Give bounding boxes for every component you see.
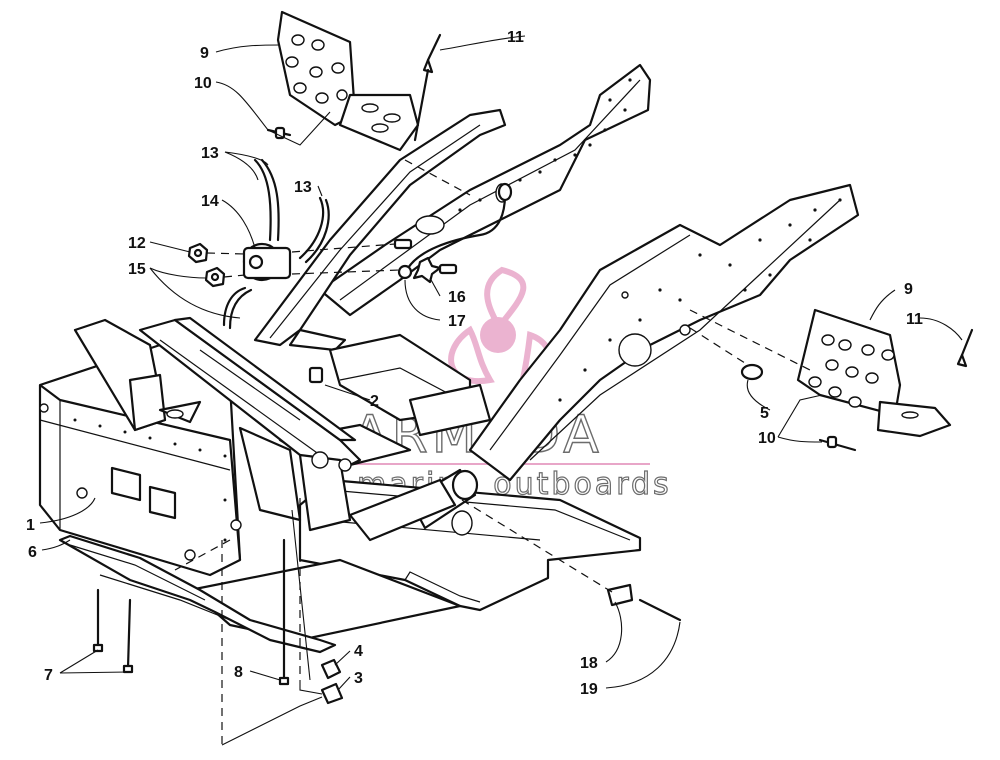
- callout-6: 6: [28, 544, 37, 561]
- nut-15: [204, 266, 226, 288]
- ground-wire: [397, 182, 513, 280]
- footrest-right: [796, 308, 952, 438]
- rivet-10-right: [818, 435, 857, 452]
- callout-5: 5: [760, 405, 769, 422]
- star-washer-16: [412, 256, 442, 284]
- leader-lines: [39, 35, 963, 746]
- plug-5: [740, 363, 764, 381]
- callout-13-left: 13: [201, 145, 219, 162]
- bolt-2: [308, 366, 324, 384]
- callout-10-upper: 10: [194, 75, 212, 92]
- hoses: [222, 158, 330, 330]
- callout-9-upper: 9: [200, 45, 209, 62]
- clip-18: [606, 583, 682, 622]
- stud-upper: [393, 238, 413, 250]
- screw-7-b: [122, 598, 134, 674]
- left-front-rail: [253, 108, 507, 352]
- stud-lower: [438, 263, 458, 275]
- callout-8: 8: [234, 664, 243, 681]
- right-side-rail-front: [468, 183, 860, 482]
- callout-numbers: 9 10 11 13 13 14 12 15 16 17 2 9 11 5 10…: [26, 29, 923, 698]
- callout-10-right: 10: [758, 430, 776, 447]
- callout-3: 3: [354, 670, 363, 687]
- callout-2: 2: [370, 393, 379, 410]
- callout-17: 17: [448, 313, 466, 330]
- bumper-3: [320, 682, 344, 705]
- screw-8: [278, 538, 290, 686]
- cross-tube: [348, 468, 479, 542]
- callout-1: 1: [26, 517, 35, 534]
- callout-12: 12: [128, 235, 146, 252]
- callout-15: 15: [128, 261, 146, 278]
- callout-18: 18: [580, 655, 598, 672]
- rivet-11-right: [956, 328, 974, 368]
- callout-13-right: 13: [294, 179, 312, 196]
- pump-assembly: [242, 242, 292, 282]
- callout-9-right: 9: [904, 281, 913, 298]
- belly-pan: [58, 534, 337, 654]
- callout-11-upper: 11: [507, 29, 524, 46]
- callout-11-right: 11: [906, 311, 923, 328]
- callout-16: 16: [448, 289, 466, 306]
- callout-4: 4: [354, 643, 363, 660]
- screw-7-a: [92, 588, 104, 653]
- callout-19: 19: [580, 681, 598, 698]
- nut-12: [187, 242, 209, 264]
- front-bulkhead: [38, 318, 242, 577]
- callout-14: 14: [201, 193, 219, 210]
- footrest-upper: [276, 10, 420, 152]
- steering-support-rails: [138, 316, 362, 532]
- callout-7: 7: [44, 667, 53, 684]
- rivet-11-upper: [413, 33, 442, 142]
- rivet-10-upper: [266, 126, 292, 140]
